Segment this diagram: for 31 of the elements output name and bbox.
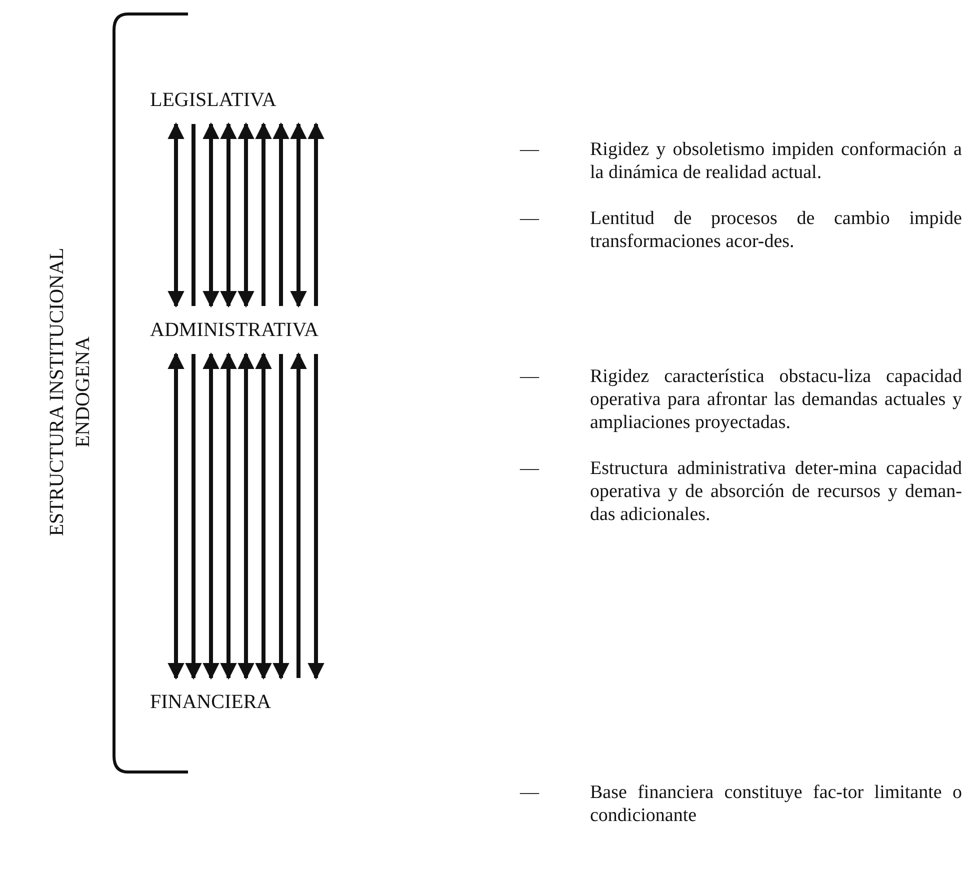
note-text: Base financiera constituye fac-tor limitante o condicionante xyxy=(590,781,962,827)
dash: — xyxy=(520,457,539,480)
arrow xyxy=(168,122,184,308)
arrow xyxy=(185,354,202,680)
arrow xyxy=(308,354,324,680)
arrow xyxy=(255,352,272,680)
level-label: LEGISLATIVA xyxy=(150,88,276,112)
arrow xyxy=(272,122,290,306)
note-text: Lentitud de procesos de cambio impide transformaciones acor-des. xyxy=(590,207,962,253)
arrow xyxy=(290,122,307,308)
note-text: Rigidez característica obstacu-liza capacidad operativa para afrontar las demandas actuales y ampliaciones proyectadas. xyxy=(590,365,962,434)
arrow xyxy=(290,352,307,678)
arrow xyxy=(308,122,324,306)
arrow xyxy=(202,122,220,308)
dash: — xyxy=(520,365,539,388)
vertical-heading: ESTRUCTURA INSTITUCIONAL ENDOGENA xyxy=(45,246,95,538)
arrow xyxy=(272,354,290,680)
arrow xyxy=(202,352,220,680)
note-text: Estructura administrativa deter-mina capacidad operativa y de absorción de recursos y deman-das adicionales. xyxy=(590,457,962,526)
dash: — xyxy=(520,207,539,230)
arrow xyxy=(220,352,237,680)
note-text: Rigidez y obsoletismo impiden conformación a la dinámica de realidad actual. xyxy=(590,138,962,184)
level-label: ADMINISTRATIVA xyxy=(150,318,319,342)
dash: — xyxy=(520,781,539,804)
arrow xyxy=(255,122,272,306)
arrow xyxy=(168,352,184,680)
dash: — xyxy=(520,138,539,161)
arrow xyxy=(238,122,254,308)
arrow xyxy=(238,352,254,680)
level-label: FINANCIERA xyxy=(150,690,272,714)
arrow xyxy=(220,122,237,308)
